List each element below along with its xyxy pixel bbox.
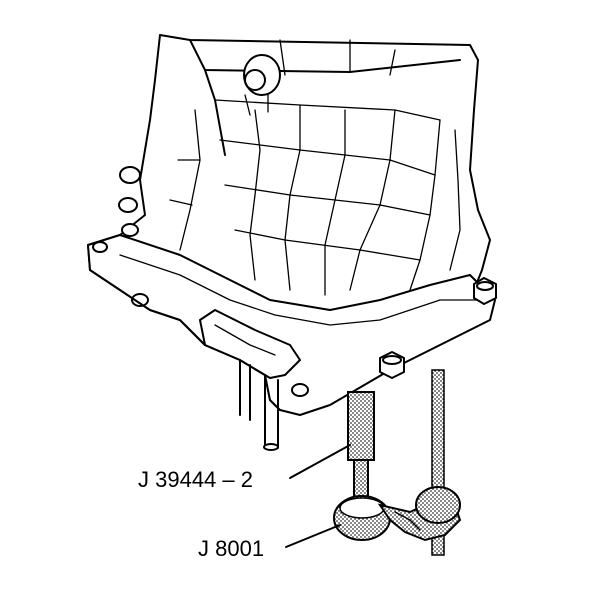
leader-line-j8001	[285, 524, 341, 548]
bolt-right	[473, 277, 497, 305]
bolt-lower	[379, 351, 405, 379]
label-j39444-2: J 39444 – 2	[138, 467, 253, 492]
transmission-case	[87, 34, 497, 451]
leader-line-j39444-2	[289, 444, 351, 479]
tool-dial-indicator-j8001	[333, 486, 462, 542]
label-j8001: J 8001	[198, 536, 264, 561]
